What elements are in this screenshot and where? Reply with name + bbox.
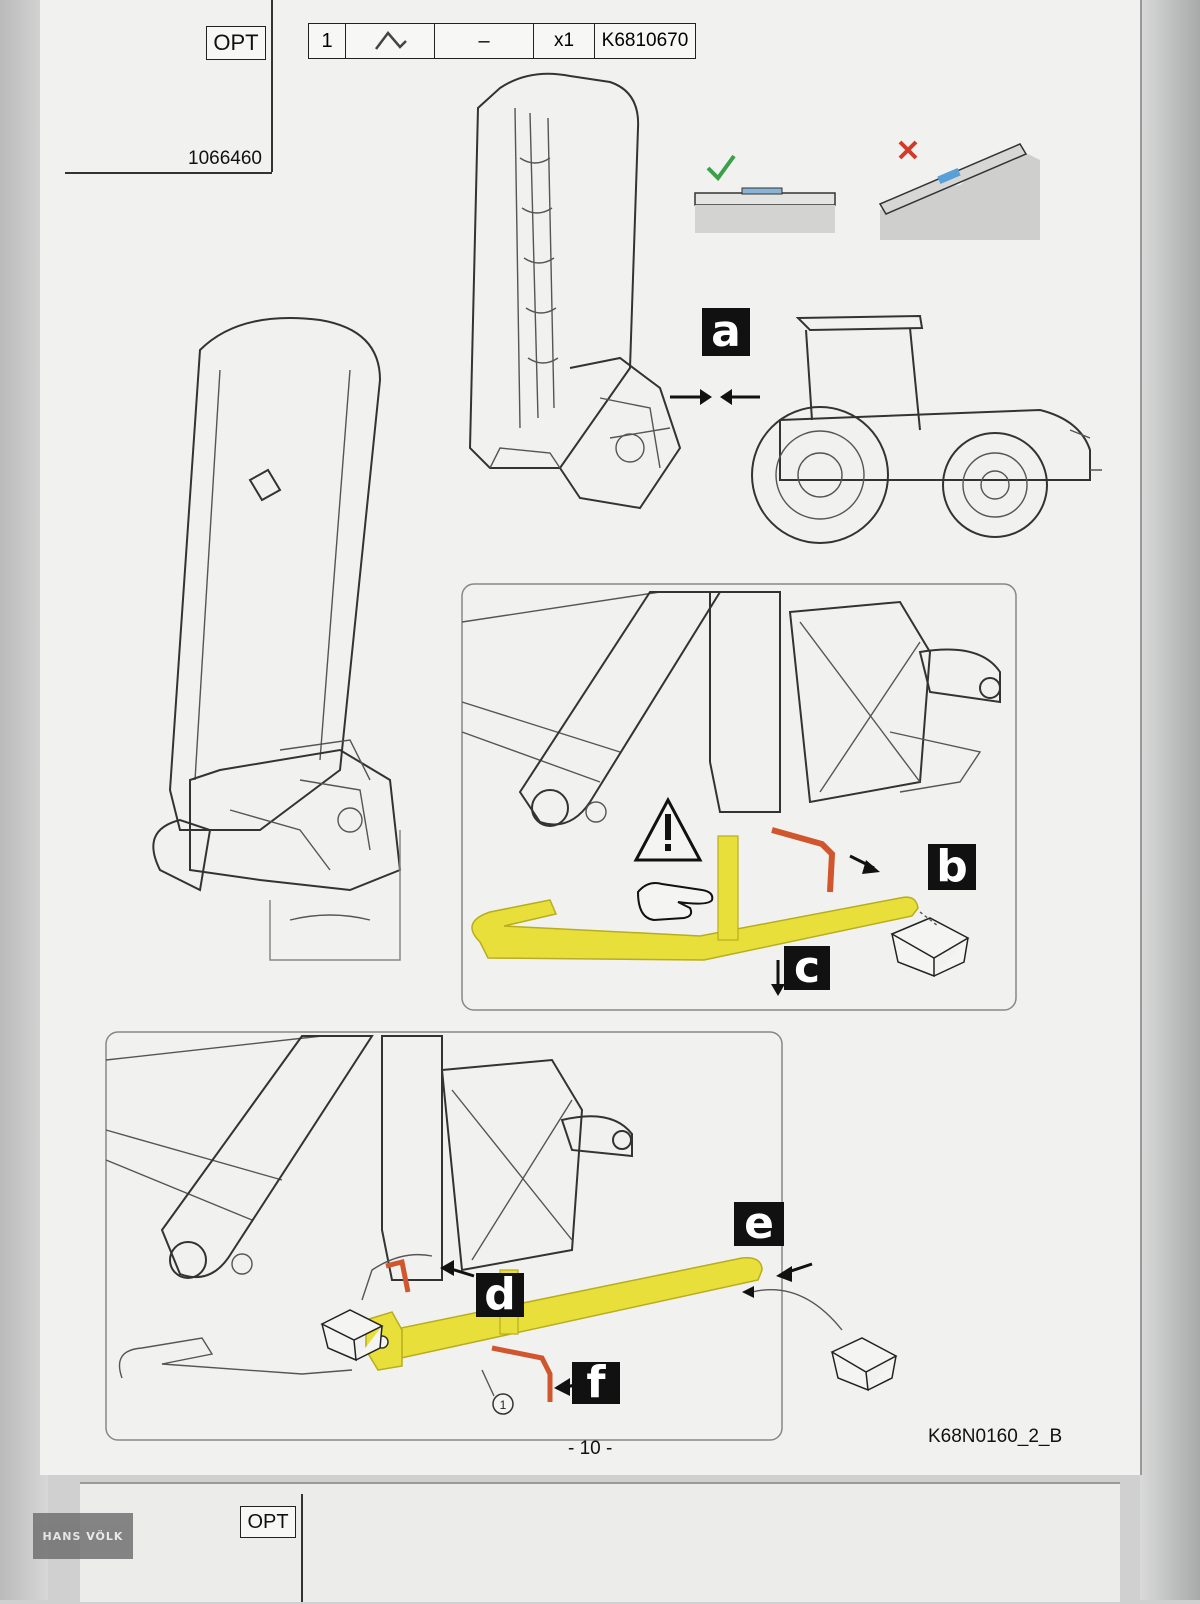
screen-bezel-right: [1140, 0, 1200, 1600]
pin-d-highlight: [385, 1258, 411, 1293]
level-wrong-illustration: [878, 140, 1040, 240]
stored-stand-highlight: [371, 1257, 763, 1361]
mower-upright-illustration: [468, 72, 682, 510]
parts-row-qty: 1: [309, 24, 346, 58]
callout-number: 1: [500, 1398, 507, 1412]
level-icon: [741, 187, 783, 195]
opt-corner-frame: [65, 0, 273, 174]
lock-pin-highlight: [771, 827, 836, 893]
check-icon: [706, 154, 736, 182]
step-label-f: f: [572, 1361, 620, 1405]
next-page-opt-frame: [301, 1494, 303, 1602]
pointing-hand-icon: [636, 882, 714, 922]
cross-icon: [898, 140, 918, 160]
parts-row-number-cell: K6810670: [595, 24, 695, 58]
callout-circle: [492, 1393, 514, 1415]
opt-label: OPT: [213, 30, 259, 55]
manual-page: OPT 1066460 1 – x1 K6810670: [40, 0, 1142, 1475]
bent-pin-icon: [375, 31, 407, 50]
opt-badge: OPT: [206, 26, 266, 60]
parts-row-qty-text: 1: [321, 29, 333, 52]
page-number: - 10 -: [568, 1438, 613, 1459]
box-icon-right: [830, 1337, 898, 1392]
attach-arrows: [670, 389, 760, 405]
parts-row-dash-cell: –: [435, 24, 534, 58]
level-ok-illustration: [694, 154, 836, 233]
mower-side-illustration: [152, 317, 402, 961]
detail-panel-store-stand: 1: [105, 1031, 898, 1441]
parts-row: 1 – x1 K6810670: [308, 23, 696, 59]
pin-f-highlight: [491, 1345, 553, 1402]
step-label-c: c: [784, 946, 830, 990]
next-manual-page: OPT: [80, 1482, 1120, 1602]
step-label-e: e: [734, 1202, 784, 1246]
tractor-illustration: [751, 314, 1102, 544]
step-label-d: d: [476, 1273, 524, 1317]
box-icon-left: [320, 1309, 384, 1362]
parts-row-pin-icon-cell: [346, 24, 435, 58]
parts-row-mult-cell: x1: [534, 24, 595, 58]
next-page-opt-label: OPT: [247, 1510, 289, 1533]
step-label-b: b: [928, 844, 976, 890]
next-page-opt-badge: OPT: [240, 1506, 296, 1538]
detail-panel-remove-stand: [461, 583, 1017, 1011]
step-label-a: a: [702, 308, 750, 356]
parts-row-multiplier: x1: [553, 30, 575, 51]
box-icon: [890, 917, 970, 978]
parts-row-part-number: K6810670: [601, 30, 689, 51]
part-ref: 1066460: [188, 148, 262, 169]
drawing-code: K68N0160_2_B: [928, 1426, 1063, 1447]
parking-stand-highlight: [471, 896, 919, 961]
dealer-watermark: HANS VÖLK: [33, 1513, 133, 1559]
parts-row-dash: –: [478, 29, 490, 52]
